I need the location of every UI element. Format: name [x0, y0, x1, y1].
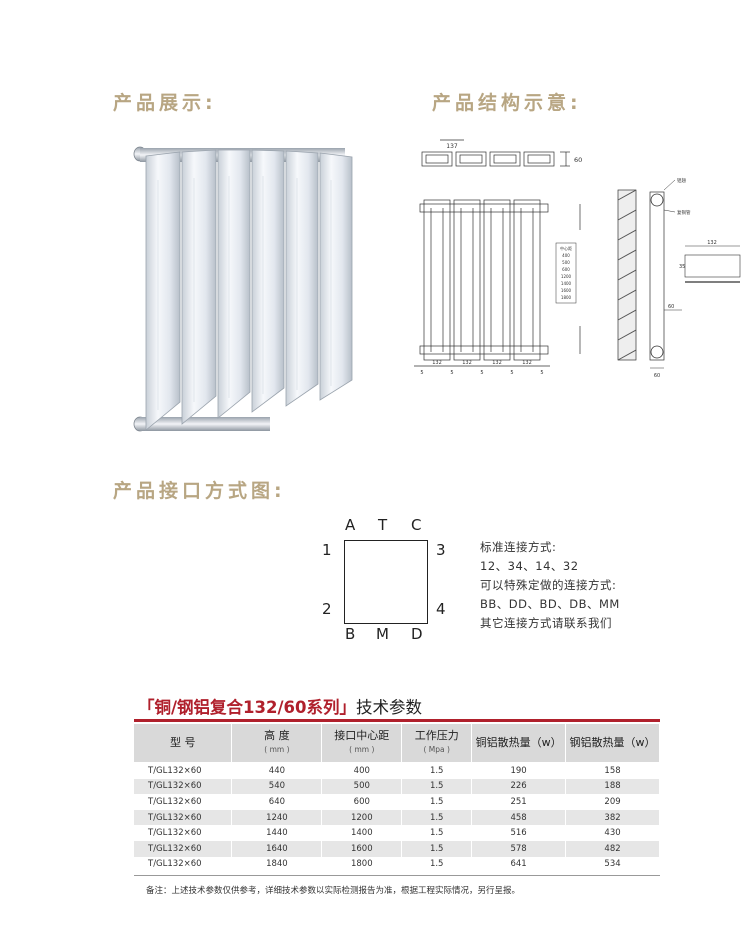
conn-label-right-3: 3 — [436, 541, 446, 559]
table-title-series: 「铜/钢铝复合132/60系列」 — [138, 698, 356, 717]
conn-label-top-a: A — [345, 516, 356, 534]
svg-text:1400: 1400 — [561, 281, 572, 286]
svg-text:5: 5 — [450, 370, 453, 376]
structure-diagram: 137 60 132 132 132 132 5 5 5 5 5 中心距 400… — [414, 139, 741, 379]
connection-line: 其它连接方式请联系我们 — [480, 616, 612, 630]
table-header-row: 型 号 高 度( mm ) 接口中心距( mm ) 工作压力( Mpa ) 铜铝… — [134, 724, 660, 763]
spec-table: 型 号 高 度( mm ) 接口中心距( mm ) 工作压力( Mpa ) 铜铝… — [134, 724, 660, 873]
conn-label-right-4: 4 — [436, 600, 446, 618]
connection-line: 标准连接方式: — [480, 540, 557, 554]
table-bottom-rule — [134, 875, 660, 876]
svg-text:400: 400 — [562, 253, 570, 258]
conn-label-left-2: 2 — [322, 600, 332, 618]
table-title: 「铜/钢铝复合132/60系列」技术参数 — [138, 694, 422, 718]
svg-text:5: 5 — [480, 370, 483, 376]
header-center-distance: 接口中心距( mm ) — [321, 724, 403, 763]
table-title-rest: 技术参数 — [355, 698, 422, 717]
svg-text:132: 132 — [492, 360, 502, 366]
svg-text:132: 132 — [432, 360, 442, 366]
structure-heading: 产品结构示意: — [432, 92, 582, 114]
table-title-rule — [134, 719, 660, 722]
top-depth-label: 60 — [574, 156, 582, 164]
center-distance-labels: 132 132 132 132 5 5 5 5 5 — [420, 360, 543, 376]
conn-label-bottom-d: D — [411, 625, 423, 643]
header-copper-heat: 铜铝散热量（w） — [471, 724, 567, 763]
radiator-bottom-pipe — [133, 416, 270, 432]
svg-text:5: 5 — [420, 370, 423, 376]
connection-line: 12、34、14、32 — [480, 559, 579, 573]
height-list: 中心距 400 500 600 1200 1400 1600 1800 — [555, 242, 577, 304]
svg-text:5: 5 — [540, 370, 543, 376]
radiator-columns — [145, 149, 353, 431]
detail-width-label: 132 — [707, 240, 717, 246]
connection-heading: 产品接口方式图: — [113, 480, 286, 502]
side-label-mid: 复铜管 — [677, 209, 691, 216]
svg-text:600: 600 — [562, 267, 570, 272]
header-model: 型 号 — [134, 724, 233, 763]
connection-line: 可以特殊定做的连接方式: — [480, 578, 617, 592]
svg-text:5: 5 — [510, 370, 513, 376]
svg-text:1800: 1800 — [561, 295, 572, 300]
side-depth-label: 60 — [654, 373, 660, 379]
detail-height-label: 35 — [679, 264, 685, 270]
top-width-label: 137 — [446, 143, 458, 150]
svg-text:500: 500 — [562, 260, 570, 265]
header-pressure: 工作压力( Mpa ) — [401, 724, 473, 763]
conn-label-bottom-m: M — [376, 625, 389, 643]
svg-text:132: 132 — [462, 360, 472, 366]
side-depth-label-2: 60 — [668, 304, 674, 310]
conn-label-left-1: 1 — [322, 541, 332, 559]
front-view — [414, 199, 581, 367]
connection-line: BB、DD、BD、DB、MM — [480, 597, 620, 611]
connection-box — [344, 540, 428, 624]
conn-label-top-t: T — [378, 516, 388, 534]
svg-text:1200: 1200 — [561, 274, 572, 279]
svg-text:1600: 1600 — [561, 288, 572, 293]
side-label-top: 铝翅 — [677, 177, 686, 184]
header-steel-heat: 钢铝散热量（w） — [565, 724, 660, 763]
table-note: 备注：上述技术参数仅供参考，详细技术参数以实际检测报告为准，根据工程实际情况，另… — [146, 886, 521, 896]
svg-text:中心距: 中心距 — [560, 245, 572, 251]
radiator-product-image — [133, 146, 353, 432]
conn-label-top-c: C — [411, 516, 422, 534]
showcase-heading: 产品展示: — [113, 92, 217, 114]
top-view — [421, 139, 570, 167]
connection-methods-text: 标准连接方式: 12、34、14、32 可以特殊定做的连接方式: BB、DD、B… — [480, 538, 620, 633]
connection-diagram: A T C 1 2 3 4 B M D — [320, 516, 640, 646]
header-height: 高 度( mm ) — [231, 724, 323, 763]
conn-label-bottom-b: B — [345, 625, 356, 643]
svg-text:132: 132 — [522, 360, 532, 366]
side-view — [617, 179, 741, 369]
